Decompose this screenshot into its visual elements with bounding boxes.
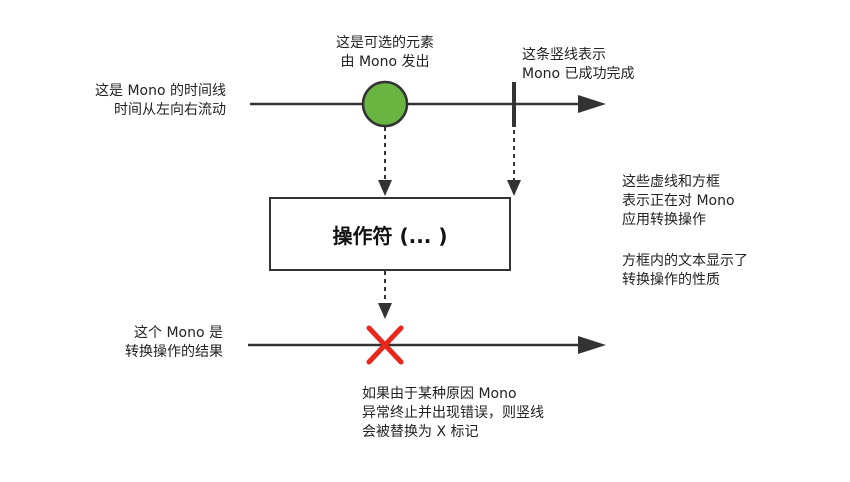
operator-note-line-2: 表示正在对 Mono (622, 193, 735, 209)
emitted-item-label: 这是可选的元素 由 Mono 发出 (305, 34, 465, 72)
emitted-item-marble (361, 80, 409, 128)
error-note-line-2: 异常终止并出现错误，则竖线 (362, 405, 544, 421)
completion-label-line-1: 这条竖线表示 (522, 47, 606, 63)
operator-note-line-3: 应用转换操作 (622, 212, 706, 228)
error-note-line-1: 如果由于某种原因 Mono (362, 386, 517, 402)
emitted-item-label-line-2: 由 Mono 发出 (340, 54, 430, 70)
result-timeline-arrowhead (578, 336, 606, 354)
operator-label: 操作符 (... ) (332, 223, 448, 248)
completion-label: 这条竖线表示 Mono 已成功完成 (522, 46, 635, 84)
box-text-note: 方框内的文本显示了 转换操作的性质 (622, 252, 748, 290)
emitted-item-label-line-1: 这是可选的元素 (336, 35, 434, 51)
operator-to-result-arrowhead (378, 303, 392, 319)
error-x-mark (366, 325, 404, 365)
operator-box (269, 197, 511, 271)
result-timeline-label-line-2: 转换操作的结果 (125, 344, 223, 360)
source-timeline-arrowhead (578, 95, 606, 113)
operator-note: 这些虚线和方框 表示正在对 Mono 应用转换操作 (622, 173, 735, 230)
source-timeline-label-line-1: 这是 Mono 的时间线 (95, 83, 226, 99)
source-timeline-label-line-2: 时间从左向右流动 (114, 102, 226, 118)
error-note-line-3: 会被替换为 X 标记 (362, 424, 479, 440)
completion-to-operator-arrowhead (507, 180, 521, 196)
box-text-note-line-1: 方框内的文本显示了 (622, 253, 748, 269)
result-timeline-label-line-1: 这个 Mono 是 (134, 325, 223, 341)
operator-note-line-1: 这些虚线和方框 (622, 174, 720, 190)
item-to-operator-arrowhead (378, 180, 392, 196)
source-timeline-label: 这是 Mono 的时间线 时间从左向右流动 (95, 82, 226, 120)
box-text-note-line-2: 转换操作的性质 (622, 272, 720, 288)
completion-label-line-2: Mono 已成功完成 (522, 66, 635, 82)
error-note: 如果由于某种原因 Mono 异常终止并出现错误，则竖线 会被替换为 X 标记 (362, 385, 544, 442)
result-timeline-label: 这个 Mono 是 转换操作的结果 (125, 324, 223, 362)
